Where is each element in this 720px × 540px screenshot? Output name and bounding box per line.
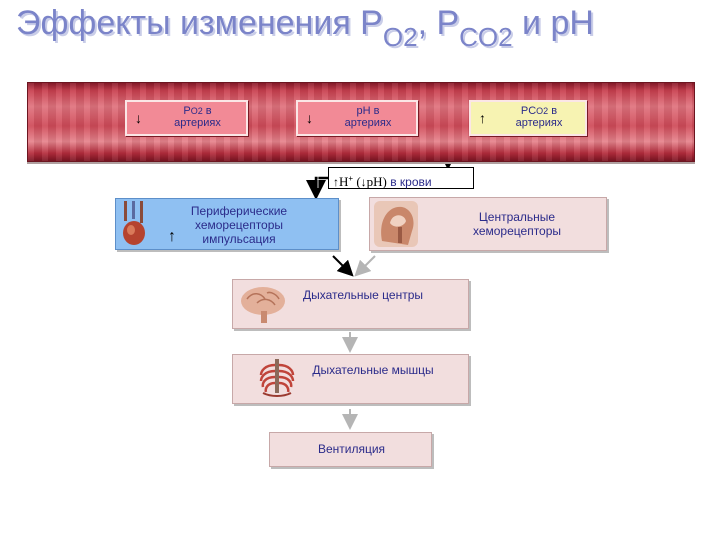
up-arrow-icon: ↑ <box>479 110 486 126</box>
heart-vessels-icon <box>120 201 148 247</box>
box-po2-prefix: P <box>183 105 191 117</box>
box-pco2-prefix: PC <box>520 105 537 117</box>
blood-ph: pH) <box>366 174 387 189</box>
box-pco2-arteries: ↑ PCO2 в артериях <box>469 100 587 136</box>
box-ph-prefix: pH <box>356 105 371 117</box>
box-ph-line2: артериях <box>344 117 392 129</box>
down-arrow-icon: ↓ <box>135 110 142 126</box>
up-arrow-icon: ↑ <box>333 175 339 189</box>
box-po2-line2: артериях <box>174 117 221 129</box>
node-peripheral-chemoreceptors: ↑ Периферические хеморецепторы импульсац… <box>115 198 339 250</box>
node-ventilation: Вентиляция <box>269 432 432 467</box>
box-pco2-subscript: O2 <box>536 106 549 116</box>
box-ph-arteries: ↓ pH в артериях <box>296 100 418 136</box>
blood-mid: ( <box>353 174 361 189</box>
up-arrow-icon: ↑ <box>168 228 176 245</box>
down-arrow-icon: ↓ <box>306 110 313 126</box>
box-po2-arteries: ↓ PO2 в артериях <box>125 100 248 136</box>
box-pco2-line2: артериях <box>515 117 563 129</box>
blood-text: в крови <box>386 175 432 189</box>
title-o2-subscript: O2 <box>382 22 418 52</box>
box-ph-suffix: в <box>370 105 380 117</box>
down-arrow-icon: ↓ <box>360 175 367 189</box>
box-po2-suffix: в <box>202 105 212 117</box>
arrow-peripheral-to-centers <box>332 255 354 277</box>
blood-h-ion-label: ↑H+ (↓pH) в крови <box>328 167 474 189</box>
arrow-blood-to-peripheral <box>306 176 328 200</box>
node-respiratory-centers: Дыхательные центры <box>232 279 469 329</box>
node-central-chemoreceptors: Центральные хеморецепторы <box>369 197 607 251</box>
box-po2-subscript: O2 <box>190 106 203 116</box>
title-tail: и pH <box>512 4 594 42</box>
head-section-icon <box>374 201 418 247</box>
blood-vessel: ↓ PO2 в артериях ↓ pH в артериях ↑ PCO2 … <box>27 82 695 162</box>
node-respiratory-muscles: Дыхательные мышцы <box>232 354 469 404</box>
node-central-label: Центральные хеморецепторы <box>472 210 562 238</box>
node-ventilation-label: Вентиляция <box>317 442 386 456</box>
node-resp-muscles-label: Дыхательные мышцы <box>312 363 434 377</box>
title-separator: , P <box>417 4 460 42</box>
blood-h-sup: + <box>348 174 354 183</box>
slide-title: Эффекты изменения PO2, PCO2 и pH <box>16 4 716 66</box>
arrow-central-to-centers <box>354 255 376 277</box>
title-main: Эффекты изменения P <box>16 4 383 42</box>
box-pco2-suffix: в <box>548 105 558 117</box>
title-co2-subscript: CO2 <box>459 22 513 52</box>
node-resp-centers-label: Дыхательные центры <box>303 288 424 302</box>
ribcage-icon <box>257 357 297 401</box>
blood-h-prefix: H <box>339 174 349 189</box>
brain-icon <box>237 283 293 325</box>
node-peripheral-label: Периферические хеморецепторы импульсация <box>190 204 288 246</box>
